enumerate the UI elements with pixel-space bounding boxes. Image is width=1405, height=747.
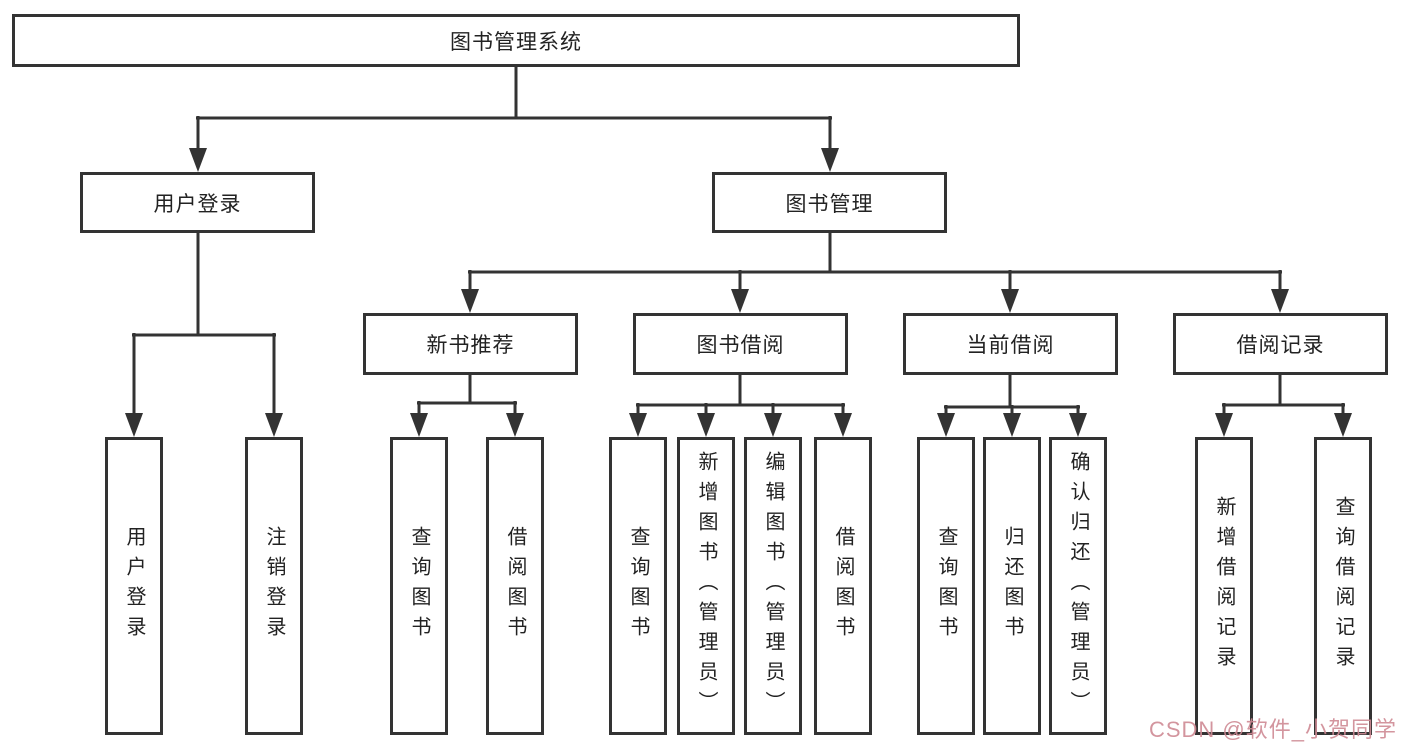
node-label: 图书借阅 bbox=[696, 334, 785, 357]
node-leaf-query-borrow-record: 查询借阅记录 bbox=[1314, 437, 1372, 735]
node-label: 确认归还（管理员） bbox=[1067, 451, 1089, 721]
node-label: 新增图书（管理员） bbox=[695, 451, 717, 721]
node-label: 编辑图书（管理员） bbox=[762, 451, 784, 721]
node-leaf-query-books-current: 查询图书 bbox=[917, 437, 975, 735]
node-label: 查询借阅记录 bbox=[1332, 496, 1354, 676]
node-label: 新增借阅记录 bbox=[1213, 496, 1235, 676]
node-label: 归还图书 bbox=[1001, 526, 1023, 646]
node-leaf-return-books: 归还图书 bbox=[983, 437, 1041, 735]
node-leaf-add-borrow-record: 新增借阅记录 bbox=[1195, 437, 1253, 735]
node-leaf-borrow-books: 借阅图书 bbox=[814, 437, 872, 735]
node-label: 图书管理系统 bbox=[450, 30, 582, 54]
node-label: 图书管理 bbox=[785, 192, 874, 216]
node-current-borrowing: 当前借阅 bbox=[903, 313, 1118, 375]
node-new-book-recommend: 新书推荐 bbox=[363, 313, 578, 375]
node-book-management: 图书管理 bbox=[712, 172, 947, 233]
node-library-management-system: 图书管理系统 bbox=[12, 14, 1020, 67]
node-leaf-query-books-borrowing: 查询图书 bbox=[609, 437, 667, 735]
node-leaf-user-login: 用户登录 bbox=[105, 437, 163, 735]
node-label: 查询图书 bbox=[627, 526, 649, 646]
node-leaf-borrow-books-recommend: 借阅图书 bbox=[486, 437, 544, 735]
node-user-login: 用户登录 bbox=[80, 172, 315, 233]
node-label: 借阅图书 bbox=[504, 526, 526, 646]
node-label: 新书推荐 bbox=[426, 334, 515, 357]
node-label: 查询图书 bbox=[935, 526, 957, 646]
node-label: 借阅记录 bbox=[1236, 334, 1325, 357]
node-label: 用户登录 bbox=[123, 526, 145, 646]
node-label: 用户登录 bbox=[153, 192, 242, 216]
node-label: 查询图书 bbox=[408, 526, 430, 646]
node-label: 注销登录 bbox=[263, 526, 285, 646]
node-leaf-add-books-admin: 新增图书（管理员） bbox=[677, 437, 735, 735]
node-leaf-query-books-recommend: 查询图书 bbox=[390, 437, 448, 735]
node-borrow-records: 借阅记录 bbox=[1173, 313, 1388, 375]
node-label: 借阅图书 bbox=[832, 526, 854, 646]
node-book-borrowing: 图书借阅 bbox=[633, 313, 848, 375]
node-leaf-confirm-return-admin: 确认归还（管理员） bbox=[1049, 437, 1107, 735]
watermark: CSDN @软件_小贺同学 bbox=[1148, 717, 1397, 742]
node-leaf-edit-books-admin: 编辑图书（管理员） bbox=[744, 437, 802, 735]
node-leaf-logout: 注销登录 bbox=[245, 437, 303, 735]
node-label: 当前借阅 bbox=[966, 334, 1055, 357]
